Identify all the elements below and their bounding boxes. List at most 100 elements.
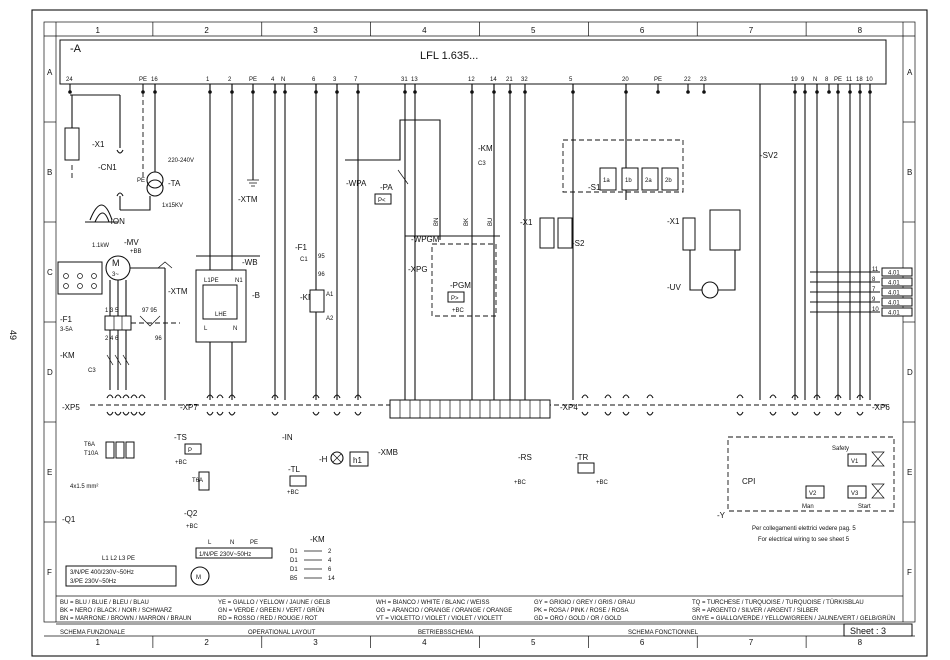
svg-text:L: L <box>204 326 208 332</box>
svg-text:1 3 5: 1 3 5 <box>105 308 119 314</box>
column-label-bottom: 3 <box>313 638 318 647</box>
title-block-entry: OPERATIONAL LAYOUT <box>248 630 316 636</box>
x1-right-label: -X1 <box>667 217 680 226</box>
km-legend-row: D1 <box>290 567 298 573</box>
arrow-target: 4.01 <box>888 311 900 317</box>
controller-terminal: 6 <box>312 77 316 83</box>
column-label-bottom: 1 <box>95 638 100 647</box>
h1-label: h1 <box>353 456 362 465</box>
drawing-frame <box>43 21 916 623</box>
svg-text:95: 95 <box>318 254 325 260</box>
title-block-entry: SCHEMA FUNZIONALE <box>60 630 125 636</box>
color-legend-entry: PK = ROSA / PINK / ROSE / ROSA <box>534 608 629 614</box>
b-lhe: LHE <box>215 312 227 318</box>
title-block-entry: SCHEMA FONCTIONNEL <box>628 630 699 636</box>
row-label-right: E <box>907 468 912 477</box>
controller-terminal: 23 <box>700 77 707 83</box>
xmb-label: -XMB <box>378 448 398 457</box>
cn1-label: -CN1 <box>98 163 117 172</box>
controller-terminal: 22 <box>684 77 691 83</box>
x1-mid-label: -X1 <box>520 218 533 227</box>
wb-label: -WB <box>242 258 258 267</box>
xtm-c-label: -XTM <box>168 287 188 296</box>
q2-bc: +BC <box>186 524 199 530</box>
svg-text:P<: P< <box>378 198 386 204</box>
f1-mid-label: -F1 <box>295 243 308 252</box>
arrow-target: 4.01 <box>888 281 900 287</box>
controller-terminal: 24 <box>66 77 73 83</box>
xp7-label: -XP7 <box>180 403 198 412</box>
rs-bc: +BC <box>514 480 527 486</box>
arrow-target: 4.01 <box>888 301 900 307</box>
km-legend-row: D1 <box>290 558 298 564</box>
color-legend-entry: TQ = TURCHESE / TURQUOISE / TURQUOISE / … <box>692 599 864 606</box>
v2-label: V2 <box>809 491 817 497</box>
column-label-bottom: 8 <box>858 638 863 647</box>
arrow-target: 4.01 <box>888 271 900 277</box>
pa-label: -PA <box>380 183 393 192</box>
controller-terminal: 14 <box>490 77 497 83</box>
xp4-label: -XP4 <box>560 403 578 412</box>
svg-text:A2: A2 <box>326 316 334 322</box>
svg-text:A1: A1 <box>326 292 334 298</box>
color-legend-entry: VT = VIOLETTO / VIOLET / VIOLET / VIOLET… <box>376 616 503 622</box>
svg-text:L1 L2 L3 PE: L1 L2 L3 PE <box>102 556 135 562</box>
cpi-label: CPI <box>742 477 755 486</box>
column-label-bottom: 4 <box>422 638 427 647</box>
arrow-target: 4.01 <box>888 291 900 297</box>
km-legend-pin: 4 <box>328 558 332 564</box>
sheet-box <box>843 623 913 637</box>
v3-label: V3 <box>851 491 859 497</box>
column-label-bottom: 6 <box>640 638 645 647</box>
pressure-switches: -WPA P< -PA -WPGM -XPG -PGM P> +BC -KM C… <box>345 84 526 400</box>
color-legend-entry: GNYE = GIALLO/VERDE / YELLOW/GREEN / JAU… <box>692 615 895 622</box>
svg-text:BU: BU <box>488 218 494 226</box>
tl-label: -TL <box>288 465 301 474</box>
controller-terminal: 16 <box>151 77 158 83</box>
supply-left-1: 3/N/PE 400/230V~50Hz <box>70 570 134 576</box>
row-label-right: F <box>907 568 912 577</box>
km-legend-pin: 14 <box>328 576 335 582</box>
tl-bc: +BC <box>287 490 300 496</box>
uv-label: -UV <box>667 283 681 292</box>
svg-text:2a: 2a <box>645 178 652 184</box>
supply-left-2: 3/PE 230V~50Hz <box>70 579 116 585</box>
controller-ref: -A <box>70 43 82 55</box>
controller-terminal: 4 <box>271 77 275 83</box>
controller-model: LFL 1.635... <box>420 50 478 62</box>
column-label-top: 6 <box>640 26 645 35</box>
tr-label: -TR <box>575 453 589 462</box>
svg-text:97 95: 97 95 <box>142 308 158 314</box>
sv2-label: -SV2 <box>760 151 778 160</box>
svg-text:3~: 3~ <box>112 272 119 278</box>
xpg-label: -XPG <box>408 265 428 274</box>
column-label-top: 4 <box>422 26 427 35</box>
row-label-left: E <box>47 468 52 477</box>
row-label-right: B <box>907 168 912 177</box>
note-it: Per collegamenti elettrici vedere pag. 5 <box>752 526 856 532</box>
ion-label: -ION <box>108 217 125 226</box>
row-label-left: A <box>47 68 53 77</box>
t6a-lower: T6A <box>192 478 203 484</box>
h-label: -H <box>319 455 328 464</box>
color-legend-entry: GN = VERDE / GREEN / VERT / GRÜN <box>218 607 324 614</box>
s2-label: -S2 <box>572 239 585 248</box>
controller-terminal: 18 <box>856 77 863 83</box>
q1-label: -Q1 <box>62 515 76 524</box>
s1-label: -S1 <box>588 183 601 192</box>
km-legend-title: -KM <box>310 535 325 544</box>
km-legend-pin: 6 <box>328 567 332 573</box>
ta-spec: 1x15KV <box>162 203 183 209</box>
svg-text:PE: PE <box>250 540 258 546</box>
start-label: Start <box>858 504 871 510</box>
b-l1pe: L1PE <box>204 278 219 284</box>
column-label-bottom: 5 <box>531 638 536 647</box>
note-en: For electrical wiring to see sheet 5 <box>758 537 850 543</box>
rs-label: -RS <box>518 453 532 462</box>
mv-label: -MV <box>124 238 139 247</box>
color-legend-entry: BU = BLU / BLUE / BLEU / BLAU <box>60 600 149 606</box>
column-label-top: 1 <box>95 26 100 35</box>
